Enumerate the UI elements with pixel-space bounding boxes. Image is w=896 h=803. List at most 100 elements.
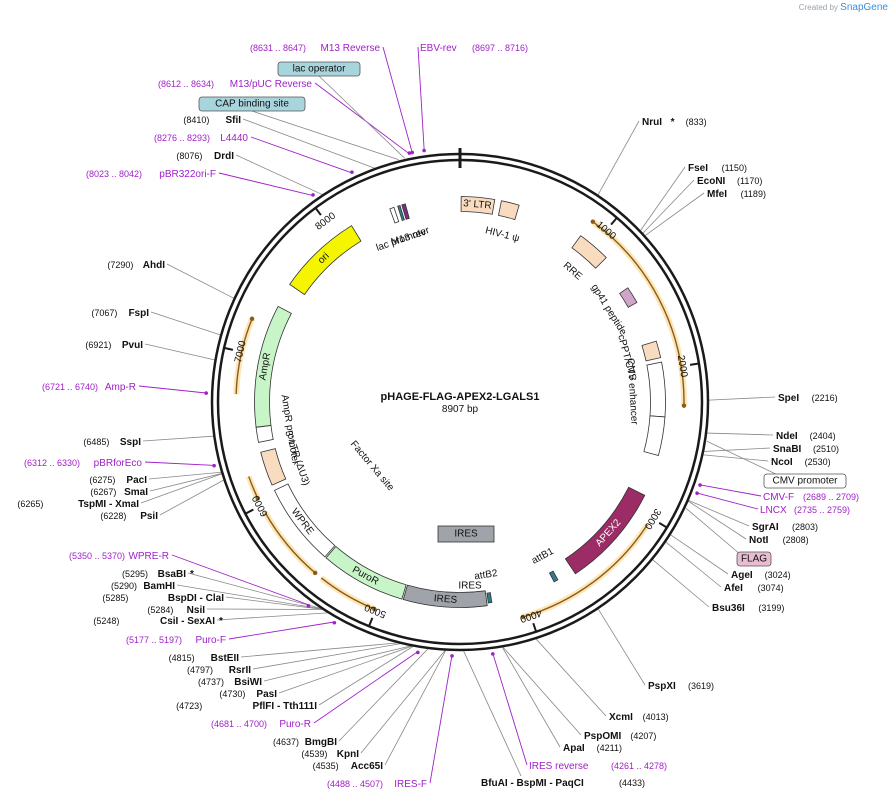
tick-label: 6000 [250,493,270,518]
feature-hiv-1-psi [497,200,520,221]
feature-label: HIV-1 ψ [484,225,521,244]
primer-arc [592,221,660,300]
enzyme-position: (6267) [90,487,116,497]
feature-label: attB2 [474,568,499,582]
feature-attb1 [548,570,559,583]
enzyme-name: RsrII [229,665,251,676]
enzyme-star: * [219,616,223,627]
primer-site-marker [350,170,354,174]
primer-site-marker [332,620,337,625]
enzyme-leader [278,645,412,694]
brand-prefix: Created by [798,3,838,12]
primer-name: Amp-R [105,382,136,393]
feature-label: AmpR [257,352,273,381]
primer-binding-arcs [233,219,687,620]
enzyme-name: Acc65I [351,761,383,772]
tick-mark [689,362,700,366]
primer-range: (8697 .. 8716) [472,43,528,53]
primer-arc-glow [522,523,650,620]
feature-cmv-enhancer [646,361,666,418]
enzyme-leader [502,647,561,748]
primer-range: (8023 .. 8042) [86,169,142,179]
primer-range: (6721 .. 6740) [42,382,98,392]
enzyme-name: BfuAI - BspMI - PaqCI [481,778,584,789]
feature-label: AmpR promoter [279,394,301,466]
primer-leader [429,654,453,784]
primer-leader [144,461,216,466]
enzyme-leader [708,396,776,401]
enzyme-name: NdeI [776,431,798,442]
enzyme-position: (3074) [758,583,784,593]
feature-box [277,61,361,77]
primer-arc-head [372,606,377,612]
enzyme-leader [597,608,646,686]
primer-leader [228,621,335,640]
enzyme-position: (3024) [765,570,791,580]
enzyme-position: (4637) [273,737,299,747]
feature-lac-marker [401,203,410,220]
enzyme-position: (6485) [83,437,109,447]
enzyme-name: TspMI - XmaI [78,499,139,510]
primer-site-marker [311,193,315,197]
enzyme-position: (4797) [187,665,213,675]
primer-range: (8276 .. 8293) [154,133,210,143]
ires-box [437,525,495,543]
enzyme-name: BspDI - ClaI [168,593,224,604]
feature-label: CMV enhancer [625,358,640,426]
enzyme-position: (4723) [176,701,202,711]
primer-site-marker [204,391,208,395]
primer-name: M13/pUC Reverse [230,79,313,90]
primer-name: IRES reverse [529,761,589,772]
enzyme-position: (2808) [783,535,809,545]
enzyme-position: (4433) [619,778,645,788]
feature-rre [571,235,607,269]
primer-arc-head [520,614,526,620]
enzyme-position: (6228) [100,511,126,521]
enzyme-name: PsiI [140,511,158,522]
primer-arc [522,524,648,618]
enzyme-name: BsaBI [158,569,187,580]
feature-puror [325,545,407,600]
enzyme-name: PvuI [122,340,143,351]
primer-arc-head [312,570,318,576]
box-leader [318,75,405,159]
enzyme-leader [535,638,607,717]
tick-mark [532,622,538,633]
enzyme-position: (6265) [17,499,43,509]
enzyme-position: (5290) [111,581,137,591]
enzyme-position: (4013) [643,712,669,722]
primer-leader [699,484,762,497]
enzyme-name: PflFI - Tth111I [253,701,318,712]
enzyme-leader [150,311,221,336]
enzyme-leader [642,179,695,234]
primer-leader [250,136,353,174]
enzyme-name: CsiI - SexAI [160,616,215,627]
enzyme-leader [502,646,582,736]
enzyme-name: DrdI [214,151,234,162]
enzyme-position: (2216) [812,393,838,403]
enzyme-name: SfiI [225,115,241,126]
primer-range: (5350 .. 5370) [69,551,125,561]
primer-range: (2735 .. 2759) [794,505,850,515]
primer-arc-head [249,316,255,321]
enzyme-leader [240,642,398,658]
enzyme-name: PacI [126,475,147,486]
enzyme-position: (4535) [313,761,339,771]
enzyme-leader [665,541,722,588]
enzyme-leader [703,454,769,462]
enzyme-leader [225,596,323,610]
feature-wpre [273,483,336,558]
enzyme-name: NotI [749,535,769,546]
enzyme-name: SmaI [124,487,148,498]
enzyme-leader [148,471,222,480]
primer-leader [492,652,528,766]
enzyme-leader [142,435,214,442]
enzyme-name: PasI [256,689,277,700]
feature-3-ltr [460,196,496,215]
tick-label: 5000 [363,601,388,620]
feature-label: gp41 peptide [589,282,629,337]
enzyme-star: * [671,117,675,128]
enzyme-position: (3199) [758,603,784,613]
primer-range: (8631 .. 8647) [250,43,306,53]
primer-range: (4488 .. 4507) [327,779,383,789]
